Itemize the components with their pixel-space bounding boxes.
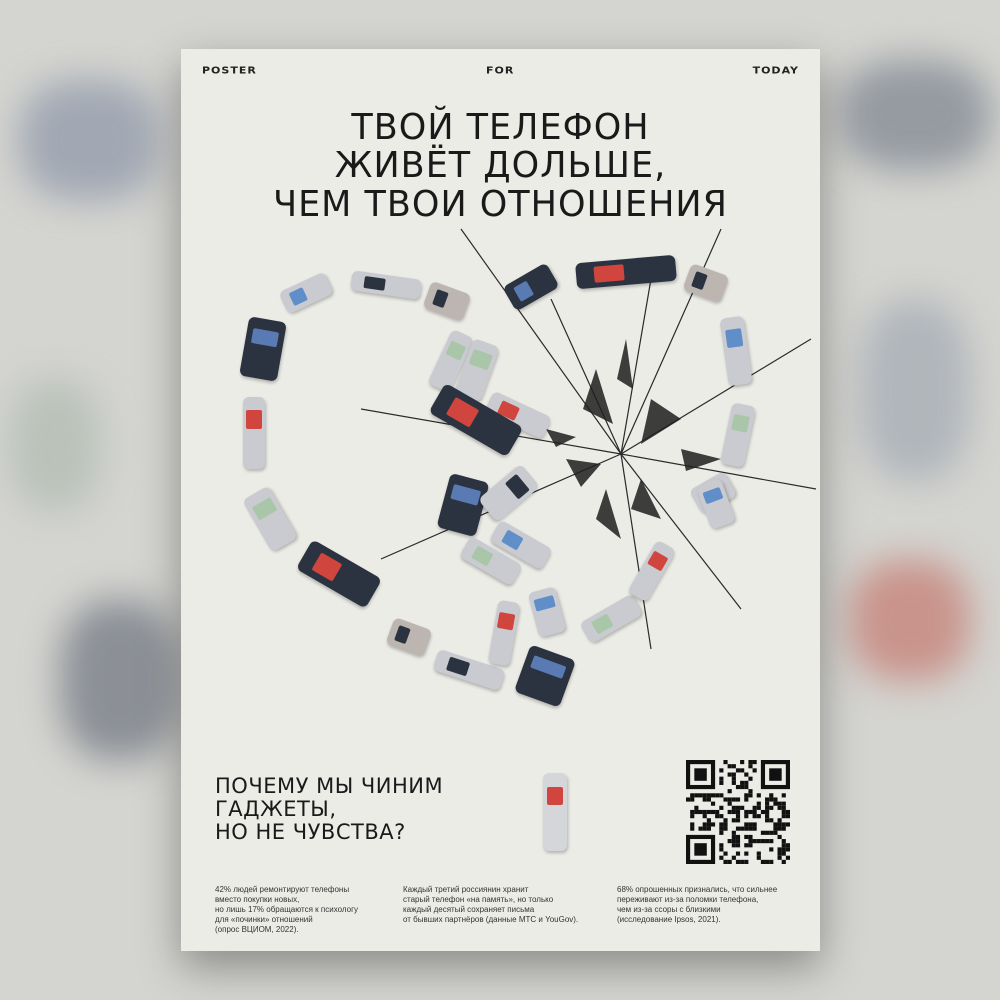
question-line-2: ГАДЖЕТЫ, xyxy=(215,797,337,821)
headline-line-1: ТВОЙ ТЕЛЕФОН xyxy=(351,107,650,149)
fact-2-line: каждый десятый сохраняет письма xyxy=(403,905,535,914)
label-for: FOR xyxy=(486,64,515,77)
fact-1-line: вместо покупки новых, xyxy=(215,895,300,904)
headline-line-3: ЧЕМ ТВОИ ОТНОШЕНИЯ xyxy=(273,184,728,226)
question-line-1: ПОЧЕМУ МЫ ЧИНИМ xyxy=(215,774,444,798)
fact-1-line: 42% людей ремонтируют телефоны xyxy=(215,885,350,894)
fact-1: 42% людей ремонтируют телефоны вместо по… xyxy=(215,885,358,935)
mobile-phone-icon xyxy=(243,397,265,469)
headline-line-2: ЖИВЁТ ДОЛЬШЕ, xyxy=(334,145,667,187)
fact-3: 68% опрошенных признались, что сильнее п… xyxy=(617,885,777,925)
qr-code-icon xyxy=(686,760,790,864)
label-poster: POSTER xyxy=(202,64,257,77)
mobile-phone-icon xyxy=(543,773,567,851)
question-line-3: НО НЕ ЧУВСТВА? xyxy=(215,820,406,844)
fact-1-line: (опрос ВЦИОМ, 2022). xyxy=(215,925,299,934)
mobile-phone-icon xyxy=(242,485,298,553)
mobile-phone-icon xyxy=(278,271,334,315)
fact-2-line: от бывших партнёров (данные МТС и YouGov… xyxy=(403,915,579,924)
fact-2-line: Каждый третий россиянин хранит xyxy=(403,885,529,894)
question-block: ПОЧЕМУ МЫ ЧИНИМ ГАДЖЕТЫ, НО НЕ ЧУВСТВА? xyxy=(215,775,443,844)
fact-1-line: но лишь 17% обращаются к психологу xyxy=(215,905,359,914)
fact-1-line: для «починки» отношений xyxy=(215,915,313,924)
poster: POSTER FOR TODAY ТВОЙ ТЕЛЕФОН ЖИВЁТ ДОЛЬ… xyxy=(181,49,820,951)
mobile-phone-icon xyxy=(239,316,287,382)
fact-3-line: 68% опрошенных признались, что сильнее xyxy=(617,885,778,894)
fact-2: Каждый третий россиянин хранит старый те… xyxy=(403,885,578,925)
fact-3-line: чем из-за ссоры с близкими xyxy=(617,905,721,914)
fact-2-line: старый телефон «на память», но только xyxy=(403,895,554,904)
fact-3-line: (исследование Ipsos, 2021). xyxy=(617,915,721,924)
label-today: TODAY xyxy=(752,64,799,77)
fact-3-line: переживают из-за поломки телефона, xyxy=(617,895,759,904)
